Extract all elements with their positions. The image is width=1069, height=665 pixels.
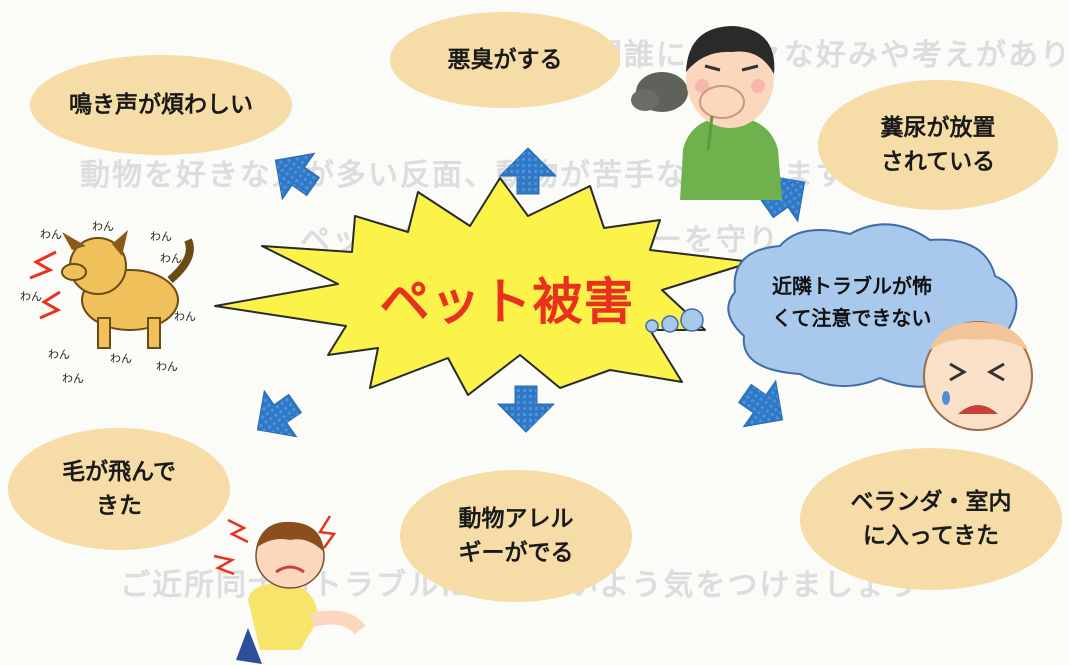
arrow-up	[499, 147, 557, 195]
svg-text:わん: わん	[110, 352, 132, 365]
bubble-bad-smell: 悪臭がする	[390, 12, 620, 108]
bubble-animal-allergy: 動物アレル ギーがでる	[400, 470, 632, 602]
bubble-noisy-barking: 鳴き声が煩わしい	[30, 55, 292, 155]
dog-barking-icon	[29, 230, 194, 349]
arrow-lower-right	[728, 370, 800, 444]
svg-text:わん: わん	[40, 228, 62, 241]
center-starburst	[214, 177, 753, 396]
bubble-entered-veranda: ベランダ・室内 に入ってきた	[800, 448, 1062, 590]
dog-bark-labels: わん わん わん わん わん わん わん わん わん わん	[20, 220, 196, 385]
svg-text:わん: わん	[156, 360, 178, 373]
svg-text:わん: わん	[48, 348, 70, 361]
svg-text:わん: わん	[20, 290, 42, 303]
arrow-upper-left	[258, 136, 330, 210]
bubble-flying-hair: 毛が飛んで きた	[8, 428, 230, 550]
bubble-waste-left: 糞尿が放置 されている	[818, 80, 1058, 210]
thought-cloud-text: 近隣トラブルが怖 くて注意できない	[772, 274, 932, 330]
svg-text:わん: わん	[92, 220, 114, 233]
svg-text:わん: わん	[160, 252, 182, 265]
arrow-lower-left	[240, 380, 312, 454]
svg-text:わん: わん	[150, 230, 172, 243]
svg-text:わん: わん	[174, 310, 196, 323]
background-text-1: 人間誰にも様々な好みや考えがあり	[560, 38, 1069, 73]
man-covering-nose-icon	[680, 26, 782, 200]
arrow-down	[497, 385, 555, 433]
itchy-child-icon	[213, 515, 366, 664]
center-title: ペット被害	[379, 273, 635, 331]
svg-text:わん: わん	[62, 372, 84, 385]
crying-face-icon	[923, 321, 1033, 431]
